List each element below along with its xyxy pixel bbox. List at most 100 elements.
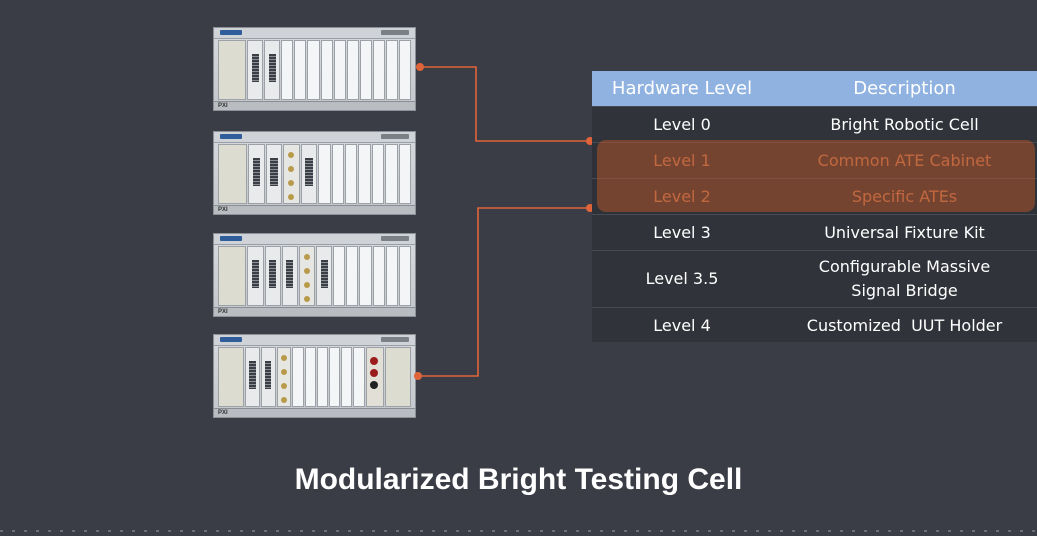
controller-slot bbox=[218, 246, 247, 306]
empty-slot bbox=[345, 144, 358, 204]
row-level: Level 3.5 bbox=[645, 269, 719, 288]
chassis-slots bbox=[218, 40, 411, 100]
row-level: Level 2 bbox=[653, 187, 711, 206]
empty-slot bbox=[385, 144, 398, 204]
chassis-slots bbox=[218, 144, 411, 204]
table-row: Level 2 Specific ATEs bbox=[592, 178, 1037, 214]
header-description: Description bbox=[853, 78, 956, 99]
table-row: Level 3.5 Configurable Massive Signal Br… bbox=[592, 250, 1037, 307]
empty-slot bbox=[320, 40, 333, 100]
empty-slot bbox=[281, 40, 294, 100]
pxi-chassis-3: PXI bbox=[213, 233, 416, 317]
empty-slot bbox=[346, 40, 359, 100]
row-description: Universal Fixture Kit bbox=[824, 223, 985, 242]
chassis-top-bar bbox=[214, 335, 415, 346]
empty-slot bbox=[346, 246, 359, 306]
module-slot bbox=[264, 246, 281, 306]
chassis-slots bbox=[218, 347, 412, 407]
brand-logo-icon bbox=[220, 134, 242, 139]
pxi-chassis-1: PXI bbox=[213, 27, 416, 111]
coax-module-slot bbox=[298, 246, 316, 306]
connector-dot bbox=[416, 63, 424, 71]
empty-slot bbox=[333, 246, 346, 306]
chassis-foot: PXI bbox=[214, 307, 415, 316]
module-slot bbox=[260, 347, 276, 407]
empty-slot bbox=[331, 144, 344, 204]
empty-slot bbox=[294, 40, 307, 100]
module-slot bbox=[281, 246, 298, 306]
empty-slot bbox=[359, 40, 372, 100]
header-hardware-level: Hardware Level bbox=[611, 78, 753, 99]
module-slot bbox=[300, 144, 318, 204]
chassis-label: PXI bbox=[218, 103, 228, 109]
coax-module-slot bbox=[283, 144, 300, 204]
empty-slot bbox=[385, 246, 398, 306]
empty-slot bbox=[307, 40, 320, 100]
empty-slot bbox=[329, 347, 341, 407]
connector-dot bbox=[414, 372, 422, 380]
empty-slot bbox=[372, 246, 385, 306]
table-row: Level 0 Bright Robotic Cell bbox=[592, 106, 1037, 142]
empty-slot bbox=[316, 347, 329, 407]
chassis-label: PXI bbox=[218, 207, 228, 213]
chassis-label: PXI bbox=[218, 309, 228, 315]
module-slot bbox=[247, 246, 264, 306]
row-level: Level 3 bbox=[653, 223, 711, 242]
table-row: Level 1 Common ATE Cabinet bbox=[592, 142, 1037, 178]
chassis-foot: PXI bbox=[214, 101, 415, 110]
empty-slot bbox=[371, 144, 385, 204]
controller-slot bbox=[218, 40, 247, 100]
empty-slot bbox=[341, 347, 353, 407]
model-badge-icon bbox=[381, 236, 409, 241]
model-badge-icon bbox=[381, 337, 409, 342]
table-header: Hardware Level Description bbox=[592, 71, 1037, 106]
empty-slot bbox=[372, 40, 385, 100]
empty-slot bbox=[385, 40, 398, 100]
module-slot bbox=[265, 144, 283, 204]
empty-slot bbox=[304, 347, 316, 407]
row-description: Specific ATEs bbox=[851, 187, 958, 206]
row-level: Level 1 bbox=[653, 151, 711, 170]
chassis-slots bbox=[218, 246, 411, 306]
chassis-top-bar bbox=[214, 234, 415, 245]
chassis-foot: PXI bbox=[214, 205, 415, 214]
pxi-chassis-2: PXI bbox=[213, 131, 416, 215]
chassis-top-bar bbox=[214, 132, 415, 143]
module-slot bbox=[247, 40, 264, 100]
slide-title: Modularized Bright Testing Cell bbox=[294, 463, 743, 496]
chassis-label: PXI bbox=[218, 410, 228, 416]
row-description: Common ATE Cabinet bbox=[817, 151, 992, 170]
coax-module-slot bbox=[276, 347, 292, 407]
empty-slot bbox=[292, 347, 304, 407]
dmm-module-slot bbox=[365, 347, 385, 407]
dotted-divider bbox=[0, 530, 1037, 532]
module-slot bbox=[264, 40, 281, 100]
model-badge-icon bbox=[381, 134, 409, 139]
empty-slot bbox=[359, 246, 372, 306]
connector-line-top bbox=[420, 66, 590, 142]
module-slot bbox=[248, 144, 265, 204]
model-badge-icon bbox=[381, 30, 409, 35]
empty-slot bbox=[353, 347, 365, 407]
chassis-foot: PXI bbox=[214, 408, 415, 417]
row-description: Configurable Massive Signal Bridge bbox=[818, 257, 991, 300]
chassis-top-bar bbox=[214, 28, 415, 39]
empty-slot bbox=[398, 144, 411, 204]
row-level: Level 0 bbox=[653, 115, 711, 134]
bay-slot bbox=[385, 347, 412, 407]
empty-slot bbox=[333, 40, 346, 100]
hardware-level-table: Hardware Level Description Level 0 Brigh… bbox=[592, 71, 1037, 342]
connector-line-bottom bbox=[418, 207, 590, 377]
empty-slot bbox=[358, 144, 371, 204]
row-level: Level 4 bbox=[653, 315, 711, 335]
empty-slot bbox=[398, 246, 411, 306]
brand-logo-icon bbox=[220, 337, 242, 342]
empty-slot bbox=[318, 144, 331, 204]
row-description: Bright Robotic Cell bbox=[830, 115, 979, 134]
brand-logo-icon bbox=[220, 236, 242, 241]
module-slot bbox=[316, 246, 333, 306]
table-row: Level 4 Customized UUT Holder bbox=[592, 307, 1037, 342]
brand-logo-icon bbox=[220, 30, 242, 35]
module-slot bbox=[244, 347, 260, 407]
